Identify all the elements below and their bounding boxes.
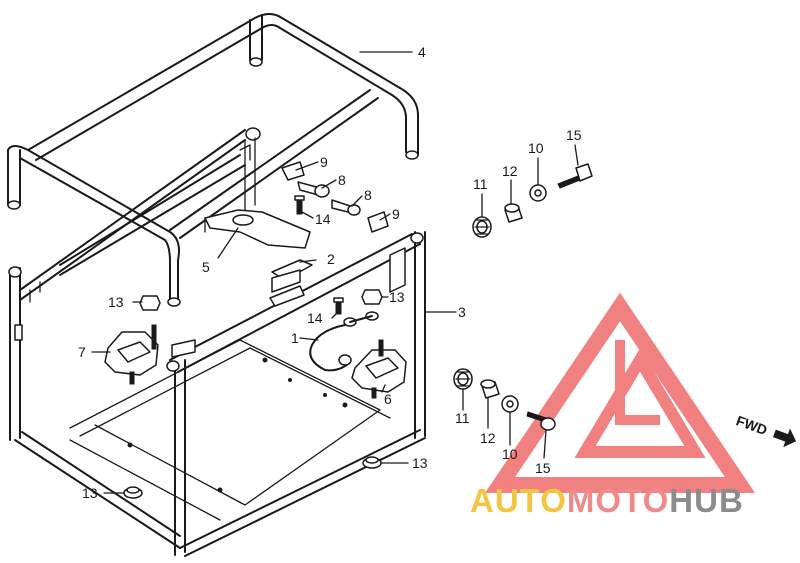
part-1-ground-cable bbox=[309, 311, 379, 372]
watermark-logo bbox=[484, 292, 756, 493]
callout-11-lower: 11 bbox=[455, 410, 470, 426]
fwd-label: FWD bbox=[734, 412, 769, 438]
part-14-screw-lower bbox=[333, 297, 344, 315]
callout-7: 7 bbox=[78, 344, 86, 360]
part-6-engine-mount bbox=[351, 339, 407, 399]
callout-8-upper: 8 bbox=[338, 172, 346, 188]
callout-14-lower: 14 bbox=[307, 310, 323, 326]
part-13-nut-d bbox=[123, 486, 143, 499]
part-10-washer-lower bbox=[501, 395, 519, 413]
callout-labels: 4 9 8 8 9 14 5 2 3 13 13 14 1 7 6 13 13 … bbox=[78, 44, 582, 501]
callout-10-upper: 10 bbox=[528, 140, 544, 156]
callout-2: 2 bbox=[327, 251, 335, 267]
part-15-bolt-upper bbox=[557, 163, 593, 189]
fwd-direction-indicator: FWD bbox=[734, 412, 797, 448]
part-11-grommet-upper bbox=[472, 216, 492, 238]
part-9-clip-upper bbox=[281, 161, 305, 181]
svg-text:AUTOMOTOHUB: AUTOMOTOHUB bbox=[470, 482, 744, 519]
callout-9-lower: 9 bbox=[392, 206, 400, 222]
callout-11-upper: 11 bbox=[473, 176, 488, 192]
callout-13-bottom-left: 13 bbox=[82, 485, 98, 501]
top-handle bbox=[7, 13, 419, 307]
callout-6: 6 bbox=[384, 391, 392, 407]
callout-9-upper: 9 bbox=[320, 154, 328, 170]
callout-12-upper: 12 bbox=[502, 163, 518, 179]
callout-13-right: 13 bbox=[389, 289, 405, 305]
watermark-text: AUTOMOTOHUB bbox=[470, 482, 744, 519]
callout-3: 3 bbox=[458, 304, 466, 320]
frame-assembly bbox=[8, 127, 426, 557]
callout-4: 4 bbox=[418, 44, 426, 60]
watermark-auto: AUTO bbox=[470, 482, 567, 519]
part-9-clip-lower bbox=[367, 211, 389, 233]
fwd-arrow-icon bbox=[773, 428, 797, 448]
part-7-engine-mount bbox=[104, 324, 159, 385]
part-5-bracket bbox=[204, 209, 311, 249]
callout-12-lower: 12 bbox=[480, 430, 496, 446]
part-13-nut-b bbox=[361, 289, 383, 305]
callout-15-upper: 15 bbox=[566, 127, 582, 143]
part-12-collar-upper bbox=[504, 203, 523, 223]
part-13-nut-c bbox=[362, 456, 382, 469]
part-13-nut-a bbox=[139, 295, 161, 311]
part-10-washer-upper bbox=[529, 184, 547, 202]
part-8-bolt-lower bbox=[331, 199, 361, 216]
callout-10-lower: 10 bbox=[502, 446, 518, 462]
callout-1: 1 bbox=[291, 330, 299, 346]
callout-13-bottom-right: 13 bbox=[412, 455, 428, 471]
part-11-grommet-lower bbox=[453, 368, 473, 390]
part-14-screw-upper bbox=[294, 195, 305, 215]
leader-lines bbox=[91, 51, 579, 494]
callout-15-lower: 15 bbox=[535, 460, 551, 476]
part-12-collar-lower bbox=[480, 379, 500, 399]
part-15-bolt-lower bbox=[526, 411, 556, 431]
callout-8-lower: 8 bbox=[364, 187, 372, 203]
callout-5: 5 bbox=[202, 259, 210, 275]
callout-13-left: 13 bbox=[108, 294, 124, 310]
watermark-hub: HUB bbox=[669, 482, 744, 519]
callout-14-upper: 14 bbox=[315, 211, 331, 227]
part-2-bracket bbox=[269, 259, 313, 307]
part-8-bolt-upper bbox=[297, 181, 330, 198]
watermark-moto: MOTO bbox=[567, 482, 669, 519]
